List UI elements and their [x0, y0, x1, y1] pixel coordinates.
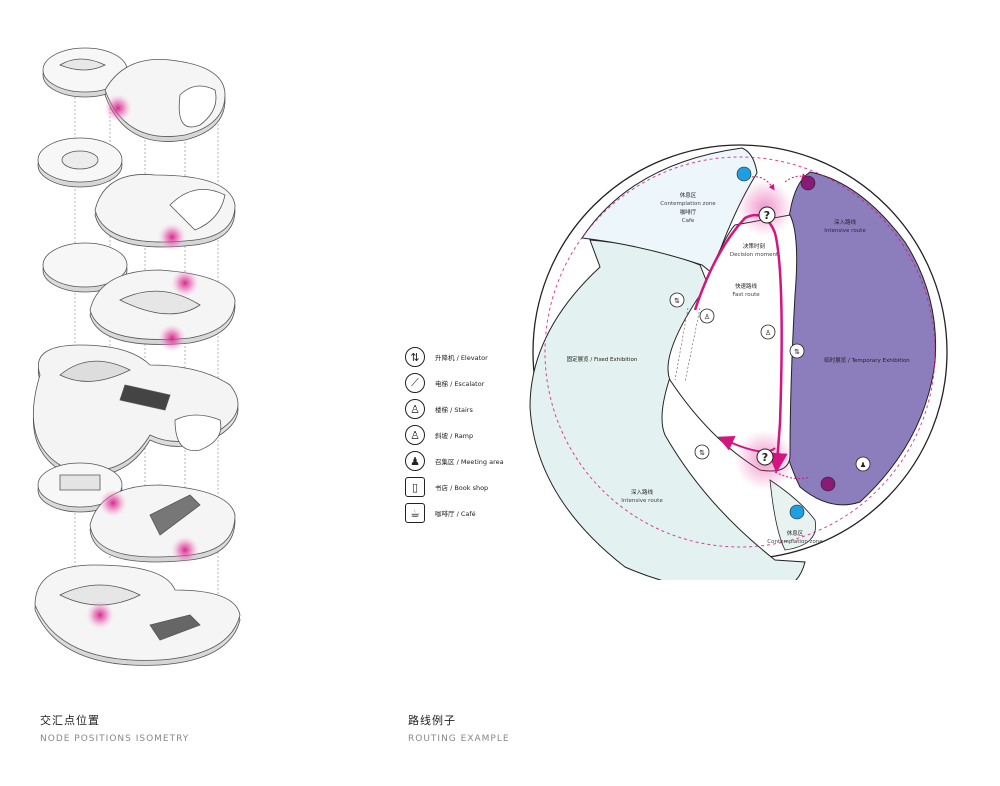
svg-text:?: ?	[764, 209, 770, 222]
meeting-area-icon	[855, 456, 871, 472]
fixed-exhibition-label: 固定展览 / Fixed Exhibition	[567, 355, 638, 363]
svg-text:♙: ♙	[765, 329, 771, 337]
level-4	[32, 344, 239, 477]
intensive-top-en: Intensive route	[824, 228, 866, 234]
legend-label: 书店 / Book shop	[435, 484, 489, 492]
legend-item: ♟ 召集区 / Meeting area	[405, 448, 504, 474]
node-glows	[86, 94, 199, 629]
contemplation-top-en: Contemplation zone	[660, 201, 716, 207]
legend-item: ☕ 咖啡厅 / Café	[405, 500, 504, 526]
stairs-icon: ♙	[405, 399, 425, 419]
decision-marker-bottom: ?	[756, 448, 774, 466]
legend-item: ⇅ 升降机 / Elevator	[405, 344, 504, 370]
svg-text:⇅: ⇅	[674, 297, 680, 305]
iso-caption-en: NODE POSITIONS ISOMETRY	[40, 734, 190, 744]
ramp-icon: ♙	[405, 425, 425, 445]
legend-label: 召集区 / Meeting area	[435, 458, 504, 466]
contemplation-bottom-zh: 休息区	[787, 529, 804, 537]
purple-node-top	[800, 175, 816, 191]
iso-caption: 交汇点位置 NODE POSITIONS ISOMETRY	[40, 712, 189, 744]
level-3	[42, 242, 236, 345]
node-positions-isometry	[32, 47, 241, 666]
svg-text:?: ?	[762, 451, 768, 464]
level-6	[34, 564, 241, 666]
legend-label: 升降机 / Elevator	[435, 354, 488, 362]
intensive-bottom-zh: 深入路线	[631, 488, 654, 496]
level-5	[37, 462, 236, 563]
level-1	[42, 47, 226, 142]
routing-caption: 路线例子 ROUTING EXAMPLE	[408, 712, 510, 744]
svg-text:⇅: ⇅	[699, 449, 705, 457]
cafe-icon: ☕	[405, 503, 425, 523]
decision-marker-top: ?	[758, 206, 776, 224]
legend-item: ▯ 书店 / Book shop	[405, 474, 504, 500]
svg-text:♙: ♙	[704, 313, 710, 321]
ramp-icon	[760, 324, 776, 340]
legend-label: 斜坡 / Ramp	[435, 432, 474, 440]
legend-label: 电梯 / Escalator	[435, 380, 485, 388]
intensive-top-zh: 深入路线	[834, 218, 857, 226]
book-shop-icon: ▯	[405, 477, 425, 497]
elevator-icon	[694, 444, 710, 460]
routing-plan: ? ? ⇅ ♙ ♙ ⇅ ⇅ ♟ 休息区 Contemplation zone 咖…	[529, 144, 948, 580]
meeting-area-icon: ♟	[405, 451, 425, 471]
fast-route-zh: 快速路线	[735, 282, 758, 290]
legend-label: 咖啡厅 / Café	[435, 510, 476, 518]
cafe-en: Cafe	[682, 218, 695, 224]
purple-node-bottom	[820, 476, 836, 492]
routing-caption-en: ROUTING EXAMPLE	[408, 734, 510, 744]
contemplation-bottom-en: Contemplation zone	[767, 539, 823, 545]
legend: ⇅ 升降机 / Elevator ⟋ 电梯 / Escalator ♙ 楼梯 / Stai…	[405, 344, 504, 526]
decision-en: Decision moment	[730, 252, 779, 258]
routing-caption-zh: 路线例子	[408, 714, 456, 727]
contemplation-top-zh: 休息区	[680, 191, 697, 199]
stairs-icon	[699, 308, 715, 324]
elevator-icon	[789, 343, 805, 359]
iso-caption-zh: 交汇点位置	[40, 714, 100, 727]
elevator-icon: ⇅	[405, 347, 425, 367]
cyan-node-top	[736, 166, 752, 182]
decision-zh: 决策时刻	[743, 242, 766, 250]
fast-route-en: Fast route	[732, 292, 760, 298]
legend-item: ⟋ 电梯 / Escalator	[405, 370, 504, 396]
legend-item: ♙ 楼梯 / Stairs	[405, 396, 504, 422]
svg-text:♟: ♟	[860, 461, 866, 469]
legend-item: ♙ 斜坡 / Ramp	[405, 422, 504, 448]
level-2	[37, 137, 236, 248]
temporary-exhibition-label: 临时展览 / Temporary Exhibition	[824, 356, 910, 364]
elevator-icon	[669, 292, 685, 308]
escalator-icon: ⟋	[405, 373, 425, 393]
cafe-zone	[581, 147, 758, 274]
legend-label: 楼梯 / Stairs	[435, 406, 473, 414]
cafe-zh: 咖啡厅	[680, 208, 697, 216]
intensive-bottom-en: Intensive route	[621, 498, 663, 504]
svg-text:⇅: ⇅	[794, 348, 800, 356]
cyan-node-bottom	[789, 504, 805, 520]
